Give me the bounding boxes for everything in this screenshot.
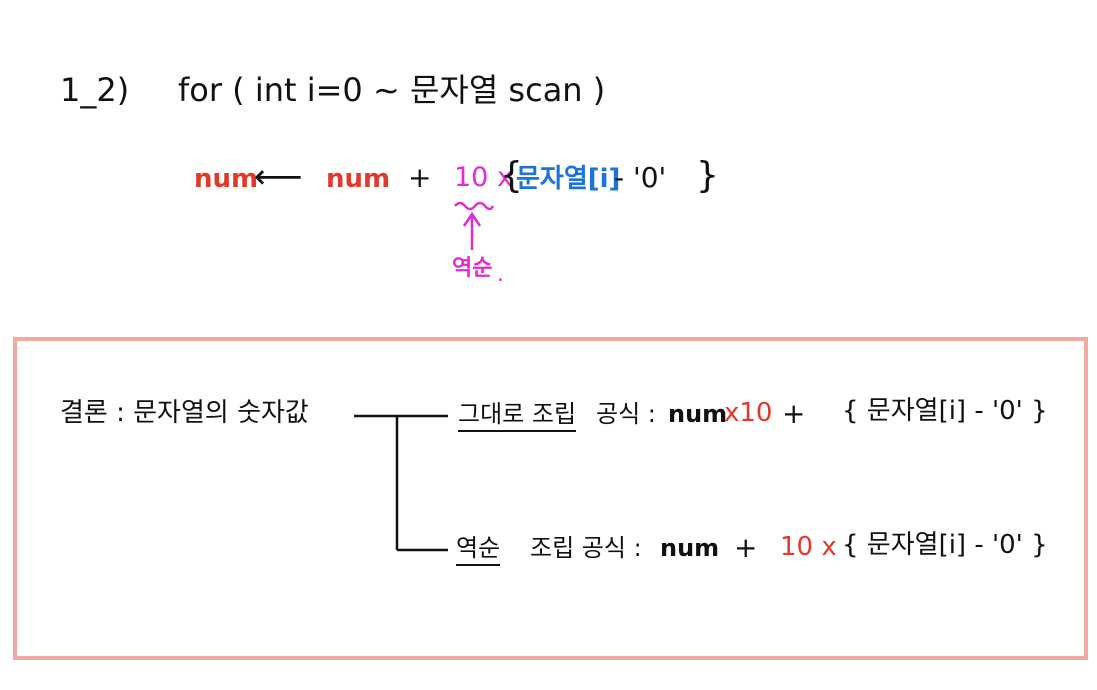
reverse-order-note: 역순 [452,256,493,281]
row2-plus: + [734,531,758,564]
row2-expression: { 문자열[i] - '0' } [842,530,1048,560]
row2-label-rest: 조립 공식 : [530,534,642,562]
assign-arrow: ⟵ [254,157,303,197]
eq-string-index: 문자열[i] [516,164,621,194]
conclusion-label: 결론 : 문자열의 숫자값 [60,398,309,428]
conclusion-box [13,337,1088,660]
eq-ten-times: 10 x [454,162,513,193]
up-arrow-head [462,211,482,227]
row1-label-underlined: 그대로 조립 [458,402,577,432]
reverse-note-dot: . [497,262,504,287]
step-label: 1_2) [60,71,130,109]
row1-num: num [668,400,728,428]
eq-plus: + [408,161,432,194]
row1-label-rest: 공식 : [596,400,656,428]
for-loop-line: for ( int i=0 ~ 문자열 scan ) [178,71,606,109]
squiggle-underline [454,201,495,211]
eq-lhs-num: num [194,164,259,194]
row1-plus: + [782,397,806,430]
eq-brace-open: { [500,155,523,196]
eq-num: num [326,164,391,194]
row1-expression: { 문자열[i] - '0' } [842,396,1048,426]
row2-num: num [660,534,720,562]
eq-minus-zero: - '0' [614,161,667,194]
eq-brace-close: } [696,155,719,196]
row2-label-underlined: 역순 [456,536,501,566]
row1-times-ten: x10 [724,398,773,428]
row2-ten-times: 10 x [780,532,837,562]
